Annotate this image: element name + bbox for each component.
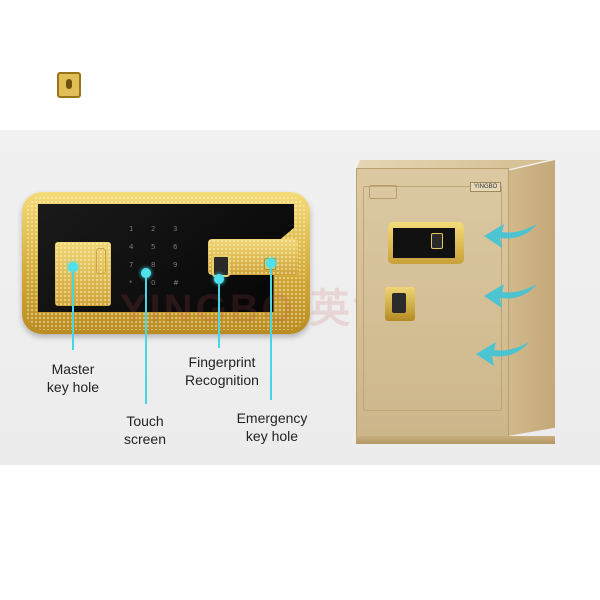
airflow-arrow-icon	[484, 284, 537, 308]
keypad-key[interactable]: 6	[173, 243, 178, 251]
safe-certification-plate	[369, 185, 397, 199]
keypad-key[interactable]: 7	[129, 261, 134, 269]
label-touch-screen: Touch screen	[123, 413, 167, 447]
callout-dot-touch	[141, 268, 151, 278]
keypad-key[interactable]: 4	[129, 243, 134, 251]
airflow-arrow-icon	[476, 342, 529, 366]
safe-panel-screen	[393, 228, 455, 258]
key-indicator	[96, 248, 106, 274]
airflow-arrow-icon	[484, 224, 537, 248]
keypad-key[interactable]: 2	[151, 225, 156, 233]
callout-dot-emergency	[266, 258, 276, 268]
safe-door	[363, 186, 502, 411]
keypad-key[interactable]: 3	[173, 225, 178, 233]
keypad-key[interactable]: #	[173, 279, 179, 287]
touch-keypad[interactable]: 1 2 3 4 5 6 7 8 9 * 0 #	[107, 225, 187, 295]
callout-dot-fingerprint	[214, 274, 224, 284]
label-fingerprint-recognition: Fingerprint Recognition	[185, 354, 259, 388]
keypad-key[interactable]: 1	[129, 225, 134, 233]
safe-side	[507, 160, 555, 436]
safe-brand-badge: YINGBO	[470, 182, 502, 192]
callout-line-master	[72, 272, 74, 350]
keypad-key[interactable]: 0	[151, 279, 156, 287]
callout-line-touch	[145, 278, 147, 404]
callout-dot-master	[68, 262, 78, 272]
safe-handle-icon[interactable]	[385, 287, 415, 321]
label-master-key-hole: Master key hole	[46, 361, 100, 395]
callout-line-fingerprint	[218, 284, 220, 348]
key-hole-icon[interactable]	[57, 72, 81, 98]
keypad-key[interactable]: 5	[151, 243, 156, 251]
safe-fingerprint-icon	[431, 233, 443, 249]
brand-watermark: YINGBO 英博	[120, 287, 396, 331]
keypad-key[interactable]: 9	[173, 261, 178, 269]
safe-top	[356, 160, 548, 170]
label-emergency-key-hole: Emergency key hole	[236, 410, 308, 444]
keypad-key[interactable]: *	[129, 279, 133, 287]
callout-line-emergency	[270, 268, 272, 400]
safe-front	[356, 168, 509, 438]
keypad-key[interactable]: 8	[151, 261, 156, 269]
control-panel	[22, 192, 310, 334]
master-key-window	[55, 242, 111, 306]
safe-base	[356, 436, 555, 444]
